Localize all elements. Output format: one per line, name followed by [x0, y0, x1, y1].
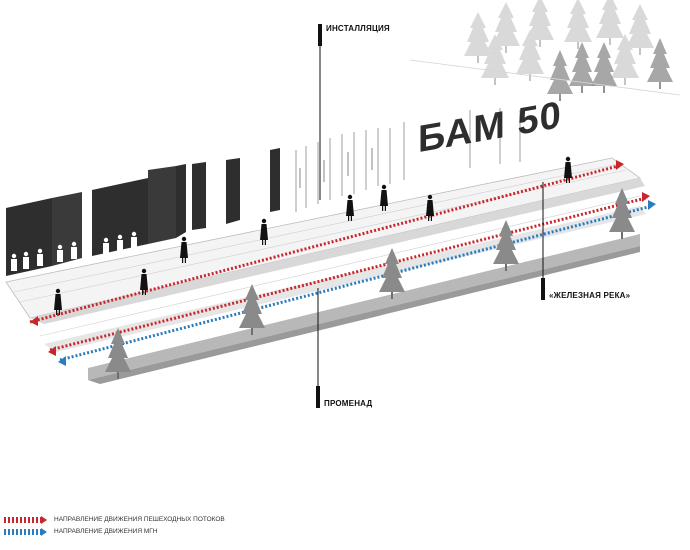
legend-mgn-text: НАПРАВЛЕНИЕ ДВИЖЕНИЯ МГН	[54, 528, 158, 535]
legend-pedestrian-text: НАПРАВЛЕНИЕ ДВИЖЕНИЯ ПЕШЕХОДНЫХ ПОТОКОВ	[54, 516, 225, 523]
legend-mgn-flow: НАПРАВЛЕНИЕ ДВИЖЕНИЯ МГН	[4, 527, 158, 536]
label-installation: ИНСТАЛЛЯЦИЯ	[326, 24, 390, 33]
promenade-ground	[88, 234, 640, 384]
blue-dashed-arrow-icon	[4, 527, 47, 536]
bam50-sign: БАМ 50	[418, 93, 562, 161]
legend-pedestrian-flow: НАПРАВЛЕНИЕ ДВИЖЕНИЯ ПЕШЕХОДНЫХ ПОТОКОВ	[4, 515, 225, 524]
mgn-flow-line	[58, 200, 656, 366]
red-dashed-arrow-icon	[4, 515, 47, 524]
callout-lines	[316, 24, 545, 408]
pedestrian-flow-lines	[29, 160, 650, 356]
deck	[5, 157, 646, 352]
label-promenade: ПРОМЕНАД	[324, 399, 373, 408]
installation-walls	[6, 108, 521, 276]
background-forest	[409, 0, 681, 101]
label-iron-river: «ЖЕЛЕЗНАЯ РЕКА»	[549, 291, 631, 300]
